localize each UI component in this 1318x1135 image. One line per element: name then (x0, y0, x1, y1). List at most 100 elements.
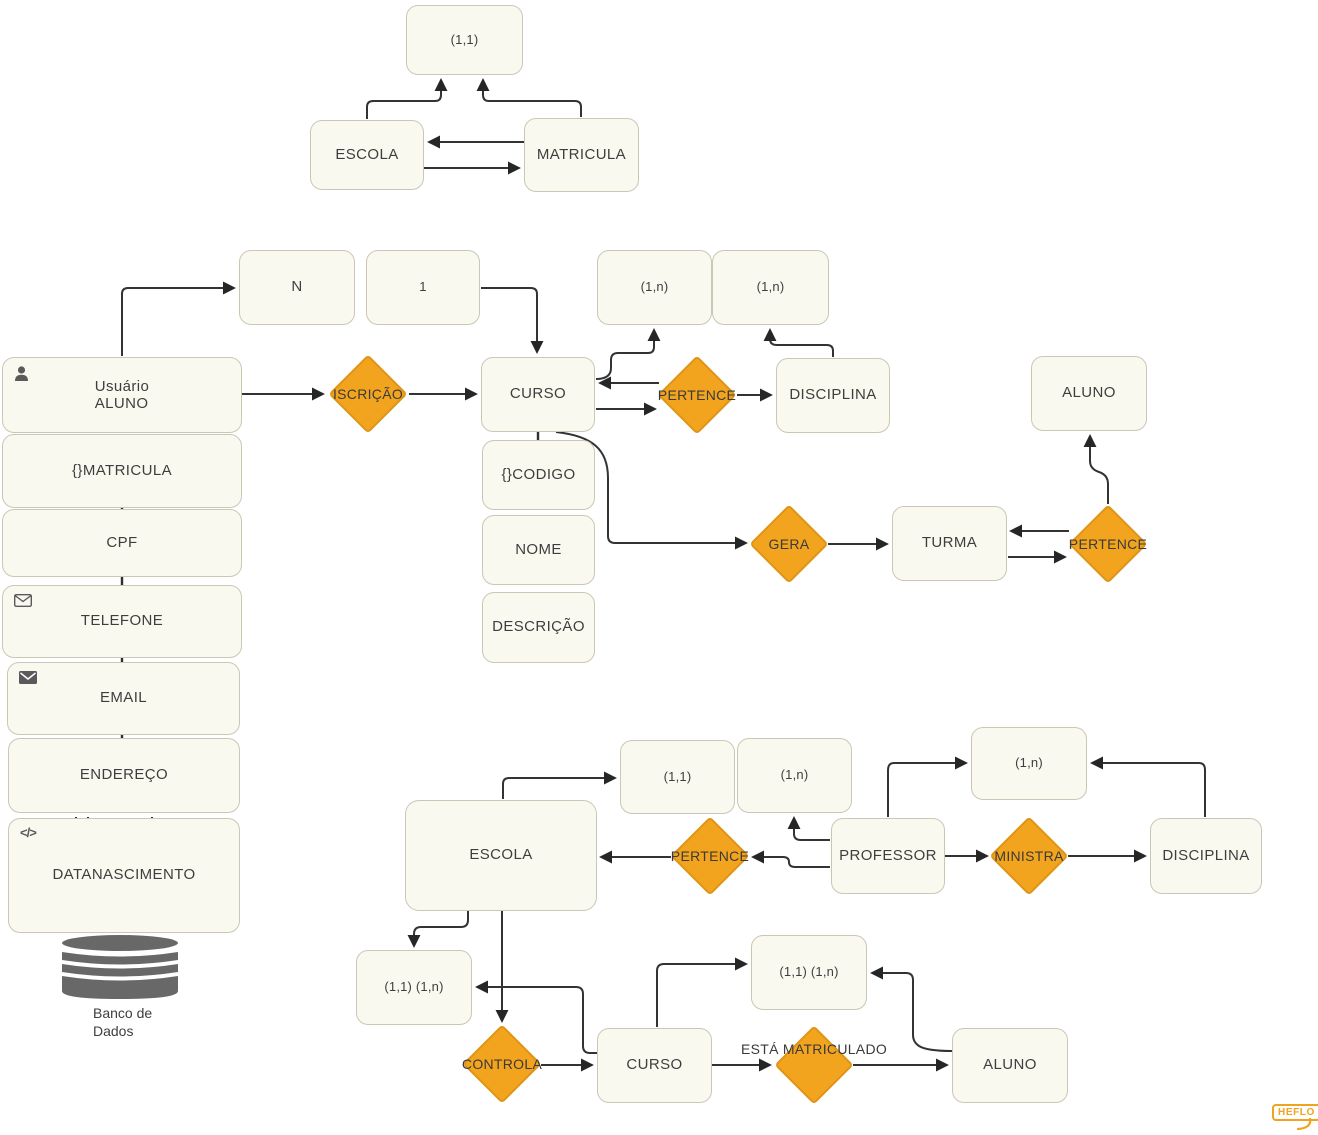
node-label: DATANASCIMENTO (52, 866, 196, 884)
diamond-shape (774, 1025, 854, 1105)
node-attr-cpf[interactable]: CPF (2, 509, 242, 577)
envelope-filled-icon (19, 671, 37, 684)
node-label: CPF (106, 533, 138, 551)
relationship-pertence-turma[interactable]: PERTENCE (1068, 504, 1148, 584)
edge-alunob-to-cardpair-right (870, 966, 953, 1052)
node-attr-nome[interactable]: NOME (482, 515, 595, 585)
heflo-logo-text: HEFLO (1278, 1107, 1315, 1118)
edge-disciplinab-to-card1n-top (1090, 756, 1206, 817)
relationship-iscricao[interactable]: ISCRIÇÃO (328, 354, 408, 434)
node-label: {}CODIGO (501, 465, 576, 483)
relationship-pertence-escola[interactable]: PERTENCE (670, 816, 750, 896)
edge-curso-to-gera (555, 431, 748, 550)
edge-cursob-to-cardpair-right (656, 957, 748, 1027)
edge-professor-to-card1n-top (887, 756, 968, 817)
envelope-outline-icon (14, 594, 32, 607)
edge-aluno-to-cardn (121, 281, 236, 356)
node-attr-descricao[interactable]: DESCRIÇÃO (482, 592, 595, 663)
code-icon: </> (20, 825, 37, 840)
node-label: ENDEREÇO (79, 766, 169, 784)
node-label: (1,n) (756, 279, 785, 295)
node-aluno-bottom[interactable]: ALUNO (952, 1028, 1068, 1103)
database-icon (62, 935, 178, 999)
node-attr-datanascimento[interactable]: </> DATANASCIMENTO (8, 818, 240, 933)
relationship-pertence-mid[interactable]: PERTENCE (657, 355, 737, 435)
relationship-ministra[interactable]: MINISTRA (989, 816, 1069, 896)
node-label: CURSO (509, 385, 567, 403)
heflo-logo[interactable]: HEFLO (1272, 1104, 1318, 1121)
node-card-pair-right[interactable]: (1,1) (1,n) (751, 935, 867, 1010)
relationship-esta-matriculado[interactable]: ESTÁ MATRICULADO (741, 1025, 887, 1105)
node-label: 1 (419, 279, 427, 295)
relationship-label: PERTENCE (670, 848, 750, 864)
node-label: ALUNO (983, 1056, 1037, 1074)
node-label: {}MATRICULA (72, 461, 172, 479)
node-curso-bottom[interactable]: CURSO (597, 1028, 712, 1103)
node-label: DISCIPLINA (1162, 846, 1250, 864)
node-card-1[interactable]: 1 (366, 250, 480, 325)
node-attr-email[interactable]: EMAIL (7, 662, 240, 735)
edge-card1-to-curso (481, 287, 544, 354)
person-icon (15, 366, 28, 381)
edge-escolab-to-card11 (502, 771, 617, 799)
node-label: (1,1) (1,n) (779, 964, 839, 980)
node-label: MATRICULA (536, 145, 627, 163)
node-disciplina-mid[interactable]: DISCIPLINA (776, 358, 890, 433)
node-card-1n-bottom-left[interactable]: (1,n) (737, 738, 852, 813)
edge-professor-to-card1n-left (787, 816, 830, 841)
node-aluno-right[interactable]: ALUNO (1031, 356, 1147, 431)
node-attr-codigo[interactable]: {}CODIGO (482, 440, 595, 510)
heflo-logo-tail (1296, 1118, 1312, 1131)
node-label: N (291, 278, 303, 296)
node-label: (1,n) (640, 279, 669, 295)
relationship-label: PERTENCE (657, 387, 737, 403)
node-card-1n-bottom-top[interactable]: (1,n) (971, 727, 1087, 800)
node-escola-top[interactable]: ESCOLA (310, 120, 424, 190)
edge-matricula-to-card11 (476, 78, 582, 117)
node-turma[interactable]: TURMA (892, 506, 1007, 581)
relationship-label: MINISTRA (994, 848, 1064, 864)
node-label: TURMA (921, 534, 978, 552)
node-label: CURSO (626, 1056, 683, 1074)
node-card-1n-a[interactable]: (1,n) (597, 250, 712, 325)
node-attr-telefone[interactable]: TELEFONE (2, 585, 242, 658)
node-entity-aluno[interactable]: Usuário ALUNO (2, 357, 242, 433)
node-card-pair-left[interactable]: (1,1) (1,n) (356, 950, 472, 1025)
node-attr-matricula[interactable]: {}MATRICULA (2, 434, 242, 508)
node-label: (1,1) (663, 768, 692, 784)
node-card-1n-b[interactable]: (1,n) (712, 250, 829, 325)
relationship-label: ISCRIÇÃO (332, 386, 404, 402)
edge-curso-to-card1n-a (595, 328, 661, 380)
edge-escolab-to-cardpair-left (407, 911, 469, 948)
relationship-controla[interactable]: CONTROLA (462, 1024, 542, 1104)
relationship-label: ESTÁ MATRICULADO (740, 1041, 888, 1057)
edge-pertence2-to-aluno (1083, 434, 1109, 504)
edge-professor-to-pertence3 (751, 850, 830, 868)
node-matricula-top[interactable]: MATRICULA (524, 118, 639, 192)
node-label: TELEFONE (80, 612, 164, 630)
edge-escola-to-card11 (366, 78, 448, 119)
relationship-gera[interactable]: GERA (749, 504, 829, 584)
entity-aluno-label: Usuário ALUNO (94, 378, 150, 412)
node-label: ALUNO (1062, 384, 1116, 402)
node-label: ESCOLA (469, 846, 533, 864)
node-disciplina-bottom[interactable]: DISCIPLINA (1150, 818, 1262, 894)
node-label: DISCIPLINA (789, 386, 877, 404)
node-entity-curso[interactable]: CURSO (481, 357, 595, 432)
node-attr-endereco[interactable]: ENDEREÇO (8, 738, 240, 813)
node-card-n[interactable]: N (239, 250, 355, 325)
node-label: (1,1) (1,n) (384, 979, 444, 995)
node-label: NOME (515, 540, 562, 558)
node-escola-bottom[interactable]: ESCOLA (405, 800, 597, 911)
edge-cursob-to-cardpair-left (475, 980, 597, 1054)
node-label: PROFESSOR (839, 846, 937, 864)
node-label: (1,1) (450, 31, 479, 47)
node-card-11-bottom[interactable]: (1,1) (620, 740, 735, 814)
node-card-top-11[interactable]: (1,1) (406, 5, 523, 75)
edge-disciplina-to-card1n-b (763, 328, 834, 357)
node-professor[interactable]: PROFESSOR (831, 818, 945, 894)
node-label: DESCRIÇÃO (492, 618, 585, 636)
node-label: ESCOLA (335, 145, 399, 163)
